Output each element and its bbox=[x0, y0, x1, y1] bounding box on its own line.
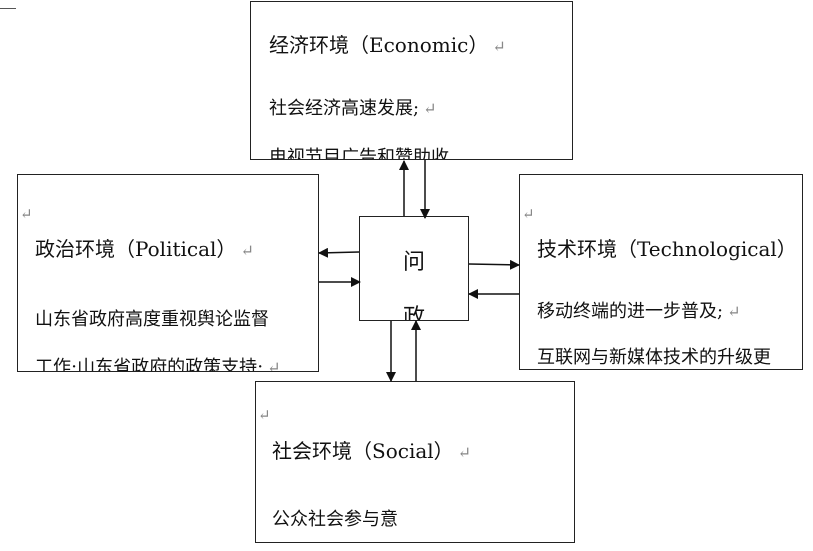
political-title: 政治环境（Political） bbox=[35, 237, 237, 261]
center-box: 问 政 bbox=[359, 216, 469, 321]
technological-text-1: 移动终端的进一步普及; bbox=[537, 301, 724, 322]
technological-box: ↵ 技术环境（Technological）↵ 移动终端的进一步普及;↵ 互联网与… bbox=[519, 174, 803, 370]
social-title-line: 社会环境（Social）↵ bbox=[272, 441, 471, 461]
paragraph-mark-icon: ↵ bbox=[457, 443, 472, 462]
arrow-center-to-technological bbox=[468, 259, 520, 270]
technological-line-2: 互联网与新媒体技术的升级更 bbox=[537, 349, 771, 367]
center-char-1: 问 bbox=[402, 250, 425, 275]
technological-line-1: 移动终端的进一步普及;↵ bbox=[537, 303, 740, 321]
paragraph-mark-icon: ↵ bbox=[258, 406, 271, 424]
economic-line-2: 电视节目广告和赞助收 bbox=[269, 149, 449, 160]
economic-text-2: 电视节目广告和赞助收 bbox=[269, 147, 449, 160]
paragraph-mark-icon: ↵ bbox=[267, 358, 281, 372]
economic-text-1: 社会经济高速发展; bbox=[269, 98, 420, 119]
economic-box: 经济环境（Economic）↵ 社会经济高速发展;↵ 电视节目广告和赞助收 bbox=[250, 1, 573, 160]
political-box: ↵ 政治环境（Political）↵ 山东省政府高度重视舆论监督 工作;山东省政… bbox=[17, 174, 319, 372]
corner-mark bbox=[0, 8, 16, 9]
economic-line-1: 社会经济高速发展;↵ bbox=[269, 100, 436, 118]
center-char-2: 政 bbox=[402, 305, 425, 321]
social-box: ↵ 社会环境（Social）↵ 公众社会参与意 bbox=[255, 381, 575, 543]
social-title: 社会环境（Social） bbox=[272, 439, 454, 463]
political-line-2: 工作;山东省政府的政策支持;↵ bbox=[35, 359, 281, 372]
arrow-center-to-political bbox=[318, 247, 360, 258]
social-text-1: 公众社会参与意 bbox=[272, 509, 398, 530]
political-title-line: 政治环境（Political）↵ bbox=[35, 239, 254, 259]
economic-title: 经济环境（Economic） bbox=[269, 33, 489, 57]
social-line-1: 公众社会参与意 bbox=[272, 511, 398, 529]
political-text-1: 山东省政府高度重视舆论监督 bbox=[35, 309, 269, 330]
technological-title: 技术环境（Technological） bbox=[537, 237, 797, 261]
political-line-1: 山东省政府高度重视舆论监督 bbox=[35, 311, 269, 329]
economic-title-line: 经济环境（Economic）↵ bbox=[269, 35, 506, 55]
political-text-2: 工作;山东省政府的政策支持; bbox=[35, 357, 264, 372]
technological-text-2: 互联网与新媒体技术的升级更 bbox=[537, 347, 771, 368]
paragraph-mark-icon: ↵ bbox=[20, 205, 33, 223]
paragraph-mark-icon: ↵ bbox=[522, 205, 535, 223]
paragraph-mark-icon: ↵ bbox=[423, 99, 437, 118]
technological-title-line: 技术环境（Technological）↵ bbox=[537, 237, 802, 261]
paragraph-mark-icon: ↵ bbox=[492, 37, 506, 56]
paragraph-mark-icon: ↵ bbox=[240, 241, 254, 260]
paragraph-mark-icon: ↵ bbox=[801, 241, 802, 260]
paragraph-mark-icon: ↵ bbox=[727, 302, 741, 321]
